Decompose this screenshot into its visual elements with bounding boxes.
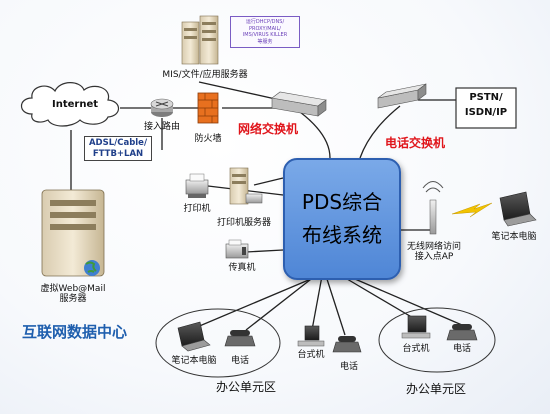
firewall-icon (197, 92, 219, 124)
internet-label: Internet (52, 99, 99, 110)
middle-desktop-icon (297, 325, 325, 347)
middle-phone-icon (332, 336, 362, 353)
pds-line1: PDS综合 (301, 190, 383, 214)
access-type-line1: ADSL/Cable/ (88, 138, 148, 148)
office-right-phone-icon (446, 324, 478, 341)
datacenter-server-label: 虚拟Web@Mail 服务器 (41, 284, 106, 305)
network-switch-label: 网络交换机 (238, 122, 299, 136)
office-zone-right-ellipse (378, 307, 496, 373)
server-note-line1: 运行DHCP/DNS/ (245, 19, 285, 25)
wireless-ap-line1: 无线网络访问 (406, 242, 462, 252)
office-left-laptop-label: 笔记本电脑 (171, 356, 217, 366)
pds-line2: 布线系统 (302, 223, 382, 247)
server-services-note: 运行DHCP/DNS/ PROXY/MAIL/ IMS/VIRUS KILLER… (230, 16, 300, 48)
pstn-box: PSTN/ ISDN/IP (456, 90, 516, 120)
router-icon (150, 98, 174, 117)
laptop-right-label: 笔记本电脑 (491, 232, 537, 242)
middle-desktop-label: 台式机 (297, 350, 325, 360)
pds-core-box: PDS综合 布线系统 (283, 158, 401, 280)
mis-servers-icon (181, 15, 219, 65)
pstn-box-frame (455, 87, 517, 129)
access-type-box: ADSL/Cable/ FTTB+LAN (84, 136, 152, 162)
laptop-right-icon (499, 191, 537, 227)
server-note-line3: IMS/VIRUS KILLER (242, 32, 288, 38)
datacenter-title: 互联网数据中心 (22, 323, 128, 341)
server-note-line2: PROXY/MAIL/ (249, 25, 281, 32)
office-right-title: 办公单元区 (405, 382, 467, 396)
links (70, 81, 463, 336)
access-type-line2: FTTB+LAN (92, 148, 144, 159)
wireless-ap-label: 无线网络访问 接入点AP (407, 242, 461, 263)
server-note-line4: 等服务 (257, 38, 273, 45)
office-zone-left-ellipse (155, 308, 281, 378)
virtual-web-mail-server-icon (41, 189, 105, 277)
pstn-line2: ISDN/IP (464, 107, 508, 118)
phone-switch-label: 电话交换机 (385, 136, 446, 150)
print-server-label: 打印机服务器 (216, 218, 272, 228)
wireless-ap-icon (422, 181, 444, 235)
network-switch-icon (271, 91, 327, 117)
middle-phone-label: 电话 (339, 362, 359, 372)
mis-servers-label: MIS/文件/应用服务器 (162, 70, 248, 80)
pstn-line1: PSTN/ (469, 92, 503, 103)
printer-icon (185, 173, 209, 198)
wireless-ap-line2: 接入点AP (414, 252, 454, 263)
office-left-phone-icon (224, 330, 256, 347)
office-right-desktop-label: 台式机 (402, 344, 430, 354)
router-label: 接入路由 (143, 122, 181, 132)
office-left-phone-label: 电话 (230, 356, 250, 366)
phone-switch-icon (377, 83, 427, 109)
office-right-desktop-icon (401, 315, 431, 339)
office-left-laptop-icon (177, 321, 211, 352)
fax-icon (225, 239, 249, 259)
datacenter-server-line1: 虚拟Web@Mail (40, 284, 106, 294)
wireless-signal-icon (451, 202, 493, 218)
office-right-phone-label: 电话 (452, 344, 472, 354)
office-left-title: 办公单元区 (215, 380, 277, 394)
printer-label: 打印机 (183, 204, 211, 214)
fax-label: 传真机 (228, 263, 256, 273)
firewall-label: 防火墙 (194, 134, 222, 144)
print-server-icon (229, 167, 263, 205)
datacenter-server-line2: 服务器 (59, 294, 87, 305)
internet-cloud (20, 82, 120, 127)
